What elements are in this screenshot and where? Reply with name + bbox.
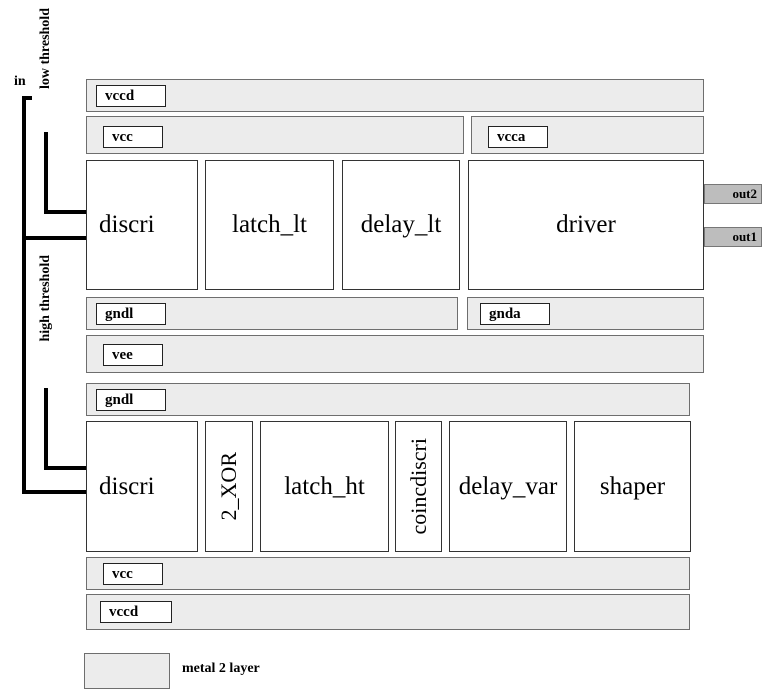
high-threshold-wire-horizontal <box>44 466 86 470</box>
rail-gndl-top: gndl <box>86 297 458 330</box>
block-delay-lt: delay_lt <box>342 160 460 290</box>
rail-label-vcca: vcca <box>488 126 548 148</box>
block-coincdiscri: coincdiscri <box>395 421 442 552</box>
rail-vccd-top: vccd <box>86 79 704 112</box>
rail-label-vccd-top: vccd <box>96 85 166 107</box>
in-wire-vertical <box>22 96 26 494</box>
output-out1: out1 <box>704 227 762 247</box>
rail-vee: vee <box>86 335 704 373</box>
low-threshold-label: low threshold <box>38 8 53 90</box>
block-latch-ht: latch_ht <box>260 421 389 552</box>
legend-label: metal 2 layer <box>182 661 260 676</box>
in-wire-horizontal-top <box>22 96 32 100</box>
block-discri-bottom: discri <box>86 421 198 552</box>
block-delay-var: delay_var <box>449 421 567 552</box>
rail-label-vcc-bottom: vcc <box>103 563 163 585</box>
in-wire-to-top-discri <box>22 236 86 240</box>
block-2-xor: 2_XOR <box>205 421 253 552</box>
rail-label-gnda: gnda <box>480 303 550 325</box>
input-in-label: in <box>14 74 26 89</box>
rail-label-vcc-top: vcc <box>103 126 163 148</box>
rail-gnda: gnda <box>467 297 704 330</box>
in-wire-to-bottom-discri <box>22 490 86 494</box>
output-out2: out2 <box>704 184 762 204</box>
block-shaper: shaper <box>574 421 691 552</box>
rail-vcc-bottom: vcc <box>86 557 690 590</box>
low-threshold-wire-vertical <box>44 132 48 214</box>
block-driver: driver <box>468 160 704 290</box>
block-discri-top: discri <box>86 160 198 290</box>
rail-vcc-top: vcc <box>86 116 464 154</box>
rail-label-gndl-bottom: gndl <box>96 389 166 411</box>
block-2-xor-label: 2_XOR <box>216 452 241 521</box>
rail-vccd-bottom: vccd <box>86 594 690 630</box>
low-threshold-wire-horizontal <box>44 210 86 214</box>
block-latch-lt: latch_lt <box>205 160 334 290</box>
rail-gndl-bottom: gndl <box>86 383 690 416</box>
high-threshold-label: high threshold <box>38 255 53 342</box>
high-threshold-wire-vertical <box>44 388 48 470</box>
rail-vcca: vcca <box>471 116 704 154</box>
legend-swatch-metal-2 <box>84 653 170 689</box>
rail-label-gndl-top: gndl <box>96 303 166 325</box>
rail-label-vee: vee <box>103 344 163 366</box>
block-coincdiscri-label: coincdiscri <box>405 438 431 535</box>
rail-label-vccd-bottom: vccd <box>100 601 172 623</box>
